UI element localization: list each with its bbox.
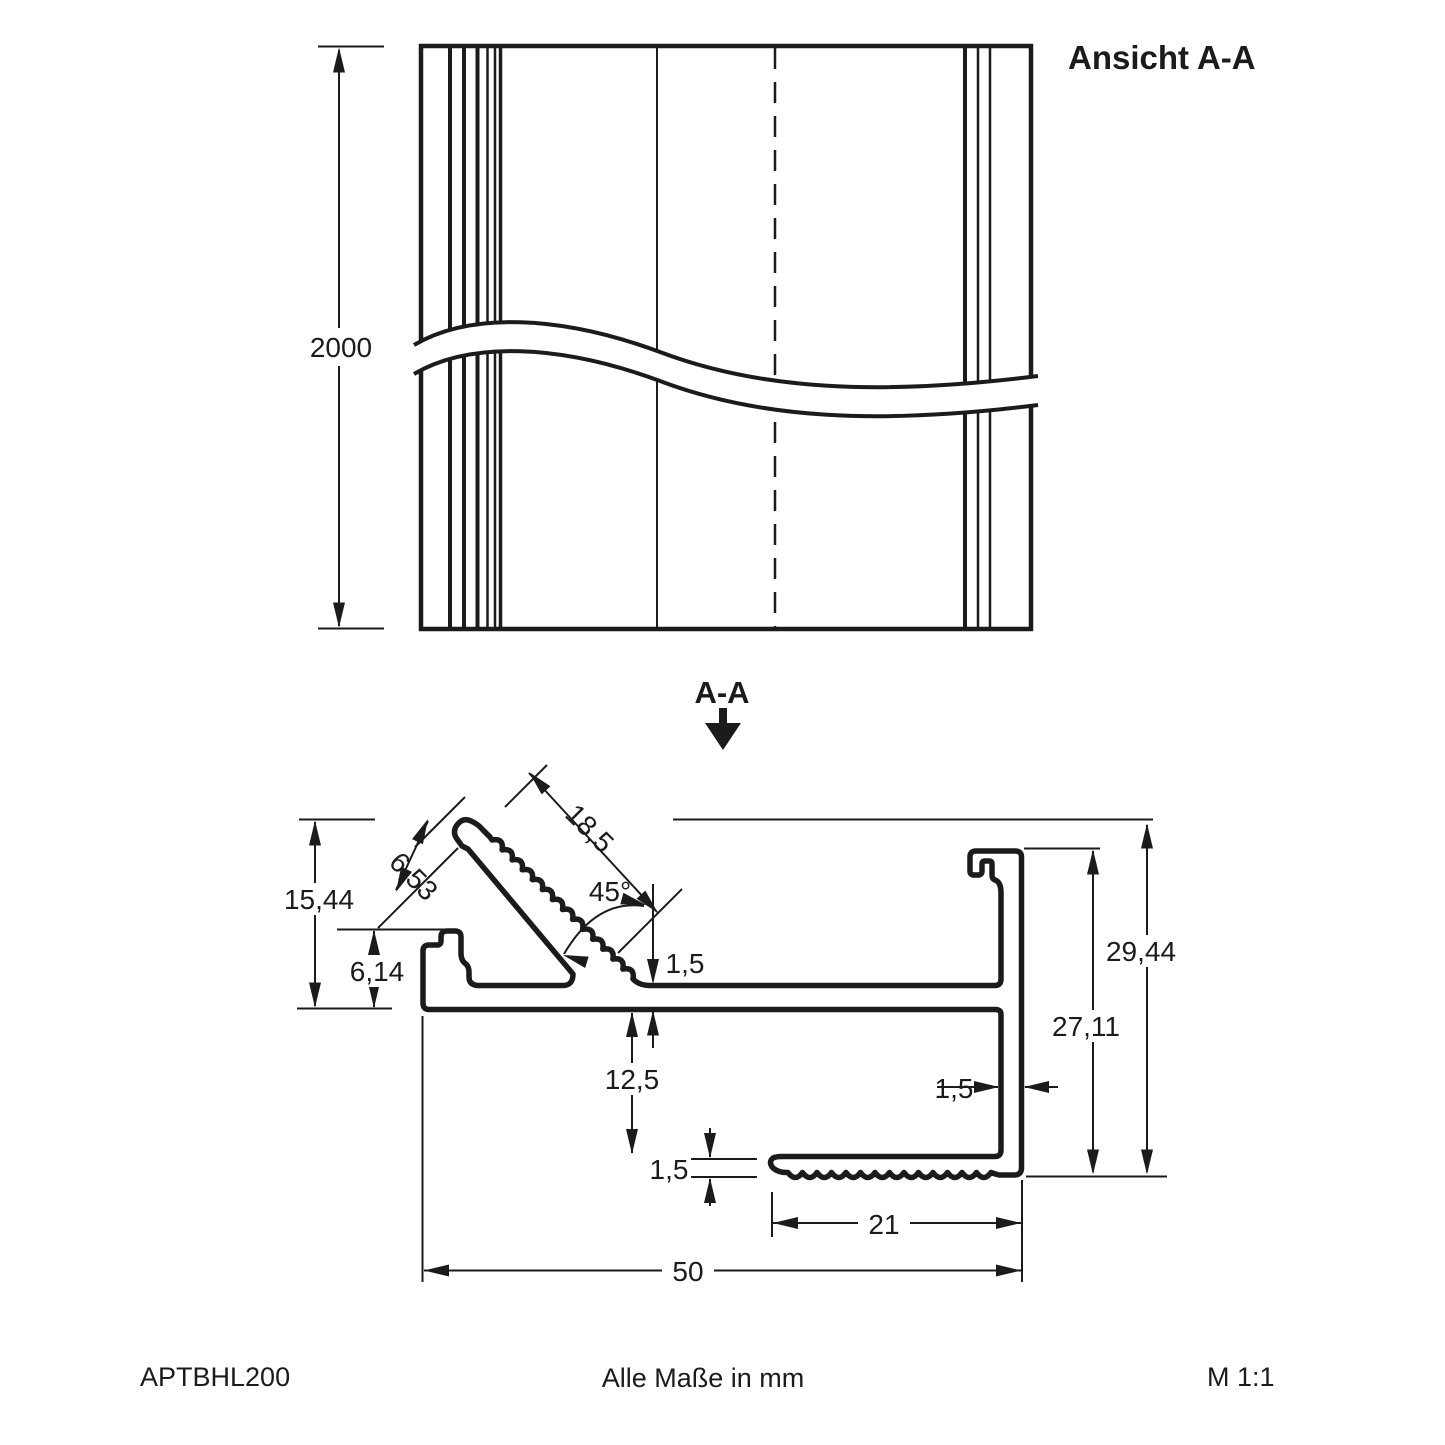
extension-lines	[297, 764, 1167, 1282]
arrowhead-icon	[309, 982, 321, 1008]
dim-label-2000: 2000	[310, 332, 372, 363]
arrowhead-icon	[773, 1217, 798, 1229]
dim-label-12-5: 12,5	[605, 1064, 660, 1095]
arrowhead-icon	[636, 890, 658, 913]
dim-label-1-5-base: 1,5	[666, 948, 705, 979]
top-view: 2000 Ansicht A-A	[310, 39, 1256, 632]
footer: APTBHL200 Alle Maße in mm M 1:1	[140, 1362, 1275, 1393]
arrowhead-icon	[974, 1081, 999, 1093]
dimension-label-backgrounds	[282, 883, 1180, 1287]
section-marker-label: A-A	[694, 675, 749, 710]
article-number: APTBHL200	[140, 1362, 290, 1392]
dim-label-1-5-wall: 1,5	[935, 1073, 974, 1104]
arrowhead-icon	[563, 955, 589, 969]
arrowhead-icon	[996, 1264, 1021, 1277]
arrowhead-icon	[1141, 823, 1153, 849]
dimension-arrows	[309, 47, 1153, 1277]
arrowhead-icon	[647, 959, 659, 984]
arrowhead-icon	[996, 1217, 1021, 1229]
arrowhead-icon	[396, 866, 413, 892]
profile-outline	[420, 816, 1025, 1181]
dimension-labels: 18,5 6,53 45° 15,44 6,14 1,5 12,5 1,5 1,…	[284, 798, 1176, 1287]
arrowhead-icon	[368, 983, 380, 1008]
section-marker: A-A	[694, 675, 750, 750]
dim-label-6-14: 6,14	[350, 956, 405, 987]
arrowhead-icon	[1087, 1149, 1099, 1175]
dim-label-21: 21	[868, 1209, 899, 1240]
arrowhead-icon	[411, 819, 428, 845]
arrowhead-icon	[309, 820, 321, 846]
arrowhead-icon	[424, 1264, 449, 1277]
dim-label-29-44: 29,44	[1106, 936, 1176, 967]
section-arrow-icon	[705, 723, 741, 750]
arrowhead-icon	[1087, 849, 1099, 875]
arrowhead-icon	[626, 1129, 638, 1154]
section-arrow-stem	[719, 708, 727, 725]
arrowhead-icon	[1141, 1149, 1153, 1175]
view-title: Ansicht A-A	[1068, 39, 1256, 76]
break-line-band	[412, 320, 1039, 419]
arrowhead-icon	[333, 47, 345, 73]
dim-label-15-44: 15,44	[284, 884, 354, 915]
dim-label-50: 50	[672, 1256, 703, 1287]
arrowhead-icon	[620, 892, 646, 905]
dim-label-1-5-flange: 1,5	[650, 1154, 689, 1185]
arrowhead-icon	[647, 1010, 659, 1036]
dim-label-45deg: 45°	[589, 876, 631, 907]
arrowhead-icon	[704, 1133, 716, 1158]
angle-arc	[563, 904, 645, 955]
scale-note: M 1:1	[1207, 1362, 1275, 1392]
dimension-2000: 2000	[310, 45, 384, 630]
dim-label-6-53: 6,53	[383, 846, 443, 906]
arrowhead-icon	[704, 1178, 716, 1203]
dim-label-27-11: 27,11	[1052, 1011, 1120, 1042]
arrowhead-icon	[333, 602, 345, 628]
arrowhead-icon	[1024, 1081, 1049, 1093]
arrowhead-icon	[368, 930, 380, 955]
extrusion-edge-lines	[448, 48, 992, 627]
cross-section-view: 18,5 6,53 45° 15,44 6,14 1,5 12,5 1,5 1,…	[282, 47, 1180, 1287]
arrowhead-icon	[626, 1012, 638, 1037]
units-note: Alle Maße in mm	[602, 1363, 805, 1393]
dim-label-18-5: 18,5	[559, 798, 619, 858]
arrowhead-icon	[529, 772, 551, 795]
